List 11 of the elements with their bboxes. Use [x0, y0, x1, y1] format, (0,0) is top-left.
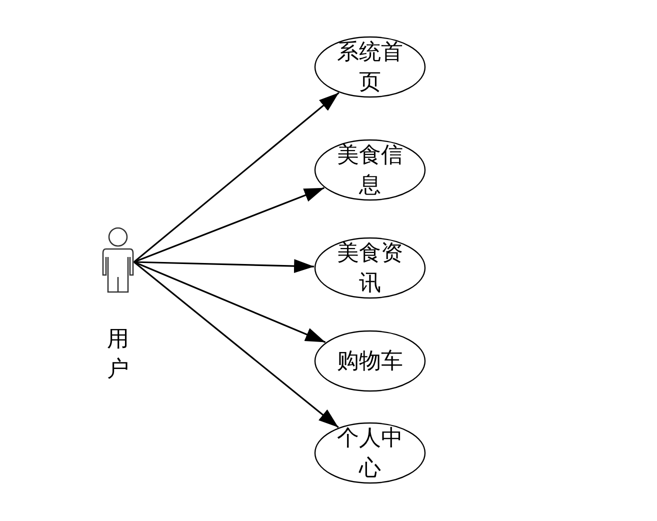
arrow — [134, 261, 339, 428]
use-case-ellipse: 个人中心 — [314, 422, 426, 484]
arrow — [134, 259, 314, 274]
actor-label: 用户 — [106, 325, 130, 383]
use-case-ellipse: 美食信息 — [314, 139, 426, 201]
use-case-ellipse: 美食资讯 — [314, 237, 426, 299]
use-case-ellipse: 购物车 — [314, 330, 426, 392]
use-case-ellipse: 系统首页 — [314, 36, 426, 98]
arrow — [134, 92, 340, 263]
arrow — [134, 187, 324, 263]
arrow — [134, 261, 326, 344]
